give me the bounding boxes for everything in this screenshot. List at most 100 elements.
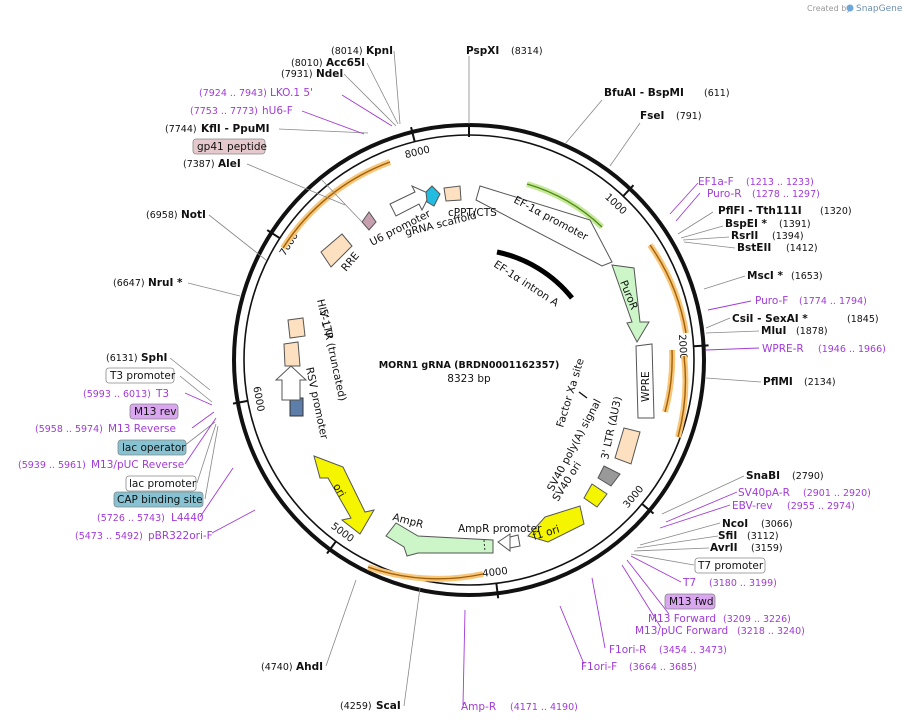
credit-prefix: Created by (807, 4, 851, 13)
t7-promoter-box (694, 557, 766, 574)
enzyme-label: SnaBI (746, 470, 780, 482)
bp-tick-mark (326, 540, 337, 555)
enzyme-label: NcoI (722, 518, 748, 530)
primer-pos: (1278 .. 1297) (752, 189, 820, 200)
enzyme-label: SfiI (718, 530, 737, 542)
primer-label: F1ori-R (609, 644, 646, 656)
enzyme-label: PflMI (763, 376, 793, 388)
primer-pos: (7924 .. 7943) (199, 88, 267, 99)
bp-tick-mark (495, 583, 500, 599)
primer-label: EF1a-F (698, 176, 734, 188)
primer-label: T3 (155, 388, 169, 400)
enzyme-pos: (8014) (331, 46, 363, 57)
grna-scaffold-shape (425, 185, 441, 207)
primer-pos: (7753 .. 7773) (190, 106, 258, 117)
enzyme-label: NruI * (148, 277, 183, 289)
plasmid-title: MORN1 gRNA (BRDN0001162357) (379, 360, 560, 371)
enzyme-pos: (3159) (751, 543, 783, 554)
lac-promoter-label: lac promoter (129, 478, 197, 490)
enzyme-label: MscI * (747, 270, 783, 282)
bp-tick-mark (232, 399, 248, 405)
green-arc-line (526, 183, 603, 228)
leader-lines (169, 50, 762, 707)
bp-tick-label: 3000 (622, 484, 647, 511)
cppt-box (443, 185, 462, 202)
primer-pos: (1946 .. 1966) (818, 344, 886, 355)
enzyme-pos: (3112) (747, 531, 779, 542)
right-primer-labels: EF1a-F (1213 .. 1233) Puro-R (1278 .. 12… (461, 176, 886, 713)
enzyme-pos: (1391) (779, 219, 811, 230)
ampr-promoter-arrow (497, 533, 521, 552)
enzyme-pos: (7387) (183, 159, 215, 170)
lac-feature-block (289, 397, 304, 417)
enzyme-label: PspXI (466, 45, 499, 57)
enzyme-pos: (791) (676, 111, 702, 122)
enzyme-pos: (1845) (847, 314, 879, 325)
u6-promoter-arrow (389, 184, 431, 217)
primer-pos: (3454 .. 3473) (659, 645, 727, 656)
bp-tick-label: 4000 (482, 566, 509, 580)
m13-rev-box (129, 403, 179, 420)
cpp-marker (361, 211, 377, 231)
ori-arrow (313, 455, 376, 535)
label-hiv-psi: HIV-1 Ψ (314, 298, 334, 339)
puror-arrow (611, 264, 650, 344)
label-ef1a-intron: EF-1α intron A (491, 258, 561, 309)
plasmid-size: 8323 bp (447, 373, 491, 385)
factor-xa-mark (578, 391, 588, 399)
ef1a-intron-arc (496, 249, 574, 300)
bp-tick-mark (641, 503, 655, 515)
primer-label: WPRE-R (762, 343, 804, 355)
primer-label: EBV-rev (732, 500, 773, 512)
label-wpre: WPRE (640, 371, 652, 402)
orange-arc-4-line (677, 355, 687, 438)
enzyme-label: KpnI (366, 45, 393, 57)
label-cppt: cPPT/CTS (448, 207, 497, 219)
ampr-arrow (385, 522, 494, 557)
cap-site-box (113, 491, 204, 508)
lac-promoter-box (125, 475, 197, 492)
enzyme-label: MluI (761, 325, 786, 337)
enzyme-pos: (1320) (820, 206, 852, 217)
enzyme-label: NotI (181, 209, 206, 221)
primer-label: Puro-R (707, 188, 742, 200)
m13-fwd-box (664, 593, 716, 610)
ltr5-box (283, 341, 301, 367)
primer-label: pBR322ori-F (148, 530, 213, 542)
enzyme-label: BspEI * (725, 218, 768, 230)
boxed-labels: gp41 peptide T3 promoter M13 rev lac ope… (105, 138, 766, 610)
primer-label: SV40pA-R (738, 487, 790, 499)
primer-pos: (4171 .. 4190) (510, 702, 578, 713)
label-ampr-promoter: AmpR promoter (458, 523, 542, 535)
orange-arc-3-line (664, 349, 673, 413)
rsv-promoter-arrow (274, 365, 308, 401)
primer-pos: (1774 .. 1794) (799, 296, 867, 307)
enzyme-label: FseI (640, 110, 664, 122)
enzyme-pos: (4740) (261, 662, 293, 673)
primer-label: M13 Reverse (108, 423, 176, 435)
primer-label: Puro-F (755, 295, 788, 307)
enzyme-label: AhdI (296, 661, 323, 673)
rre-box (320, 233, 353, 268)
ef1a-promoter-arrow (475, 185, 613, 267)
cap-site-label: CAP binding site (117, 494, 203, 506)
primer-pos: (3180 .. 3199) (709, 578, 777, 589)
bp-tick-label: 6000 (250, 385, 265, 412)
label-ori: ori (330, 482, 347, 500)
enzyme-label: ScaI (376, 700, 401, 712)
bp-tick-mark (693, 344, 709, 348)
enzyme-pos: (2134) (804, 377, 836, 388)
primer-pos: (5958 .. 5974) (35, 424, 103, 435)
enzyme-label: AvrII (710, 542, 738, 554)
t3-promoter-box (105, 367, 175, 384)
primer-pos: (5993 .. 6013) (83, 389, 151, 400)
enzyme-pos: (2790) (792, 471, 824, 482)
enzyme-label: Acc65I (326, 57, 365, 69)
primer-label: T7 (682, 577, 696, 589)
orange-arc-1-line (282, 161, 391, 249)
t3-promoter-label: T3 promoter (109, 370, 176, 382)
enzyme-label: BstEII (737, 242, 771, 254)
primer-label: Amp-R (461, 701, 496, 713)
wpre-box (635, 343, 655, 419)
